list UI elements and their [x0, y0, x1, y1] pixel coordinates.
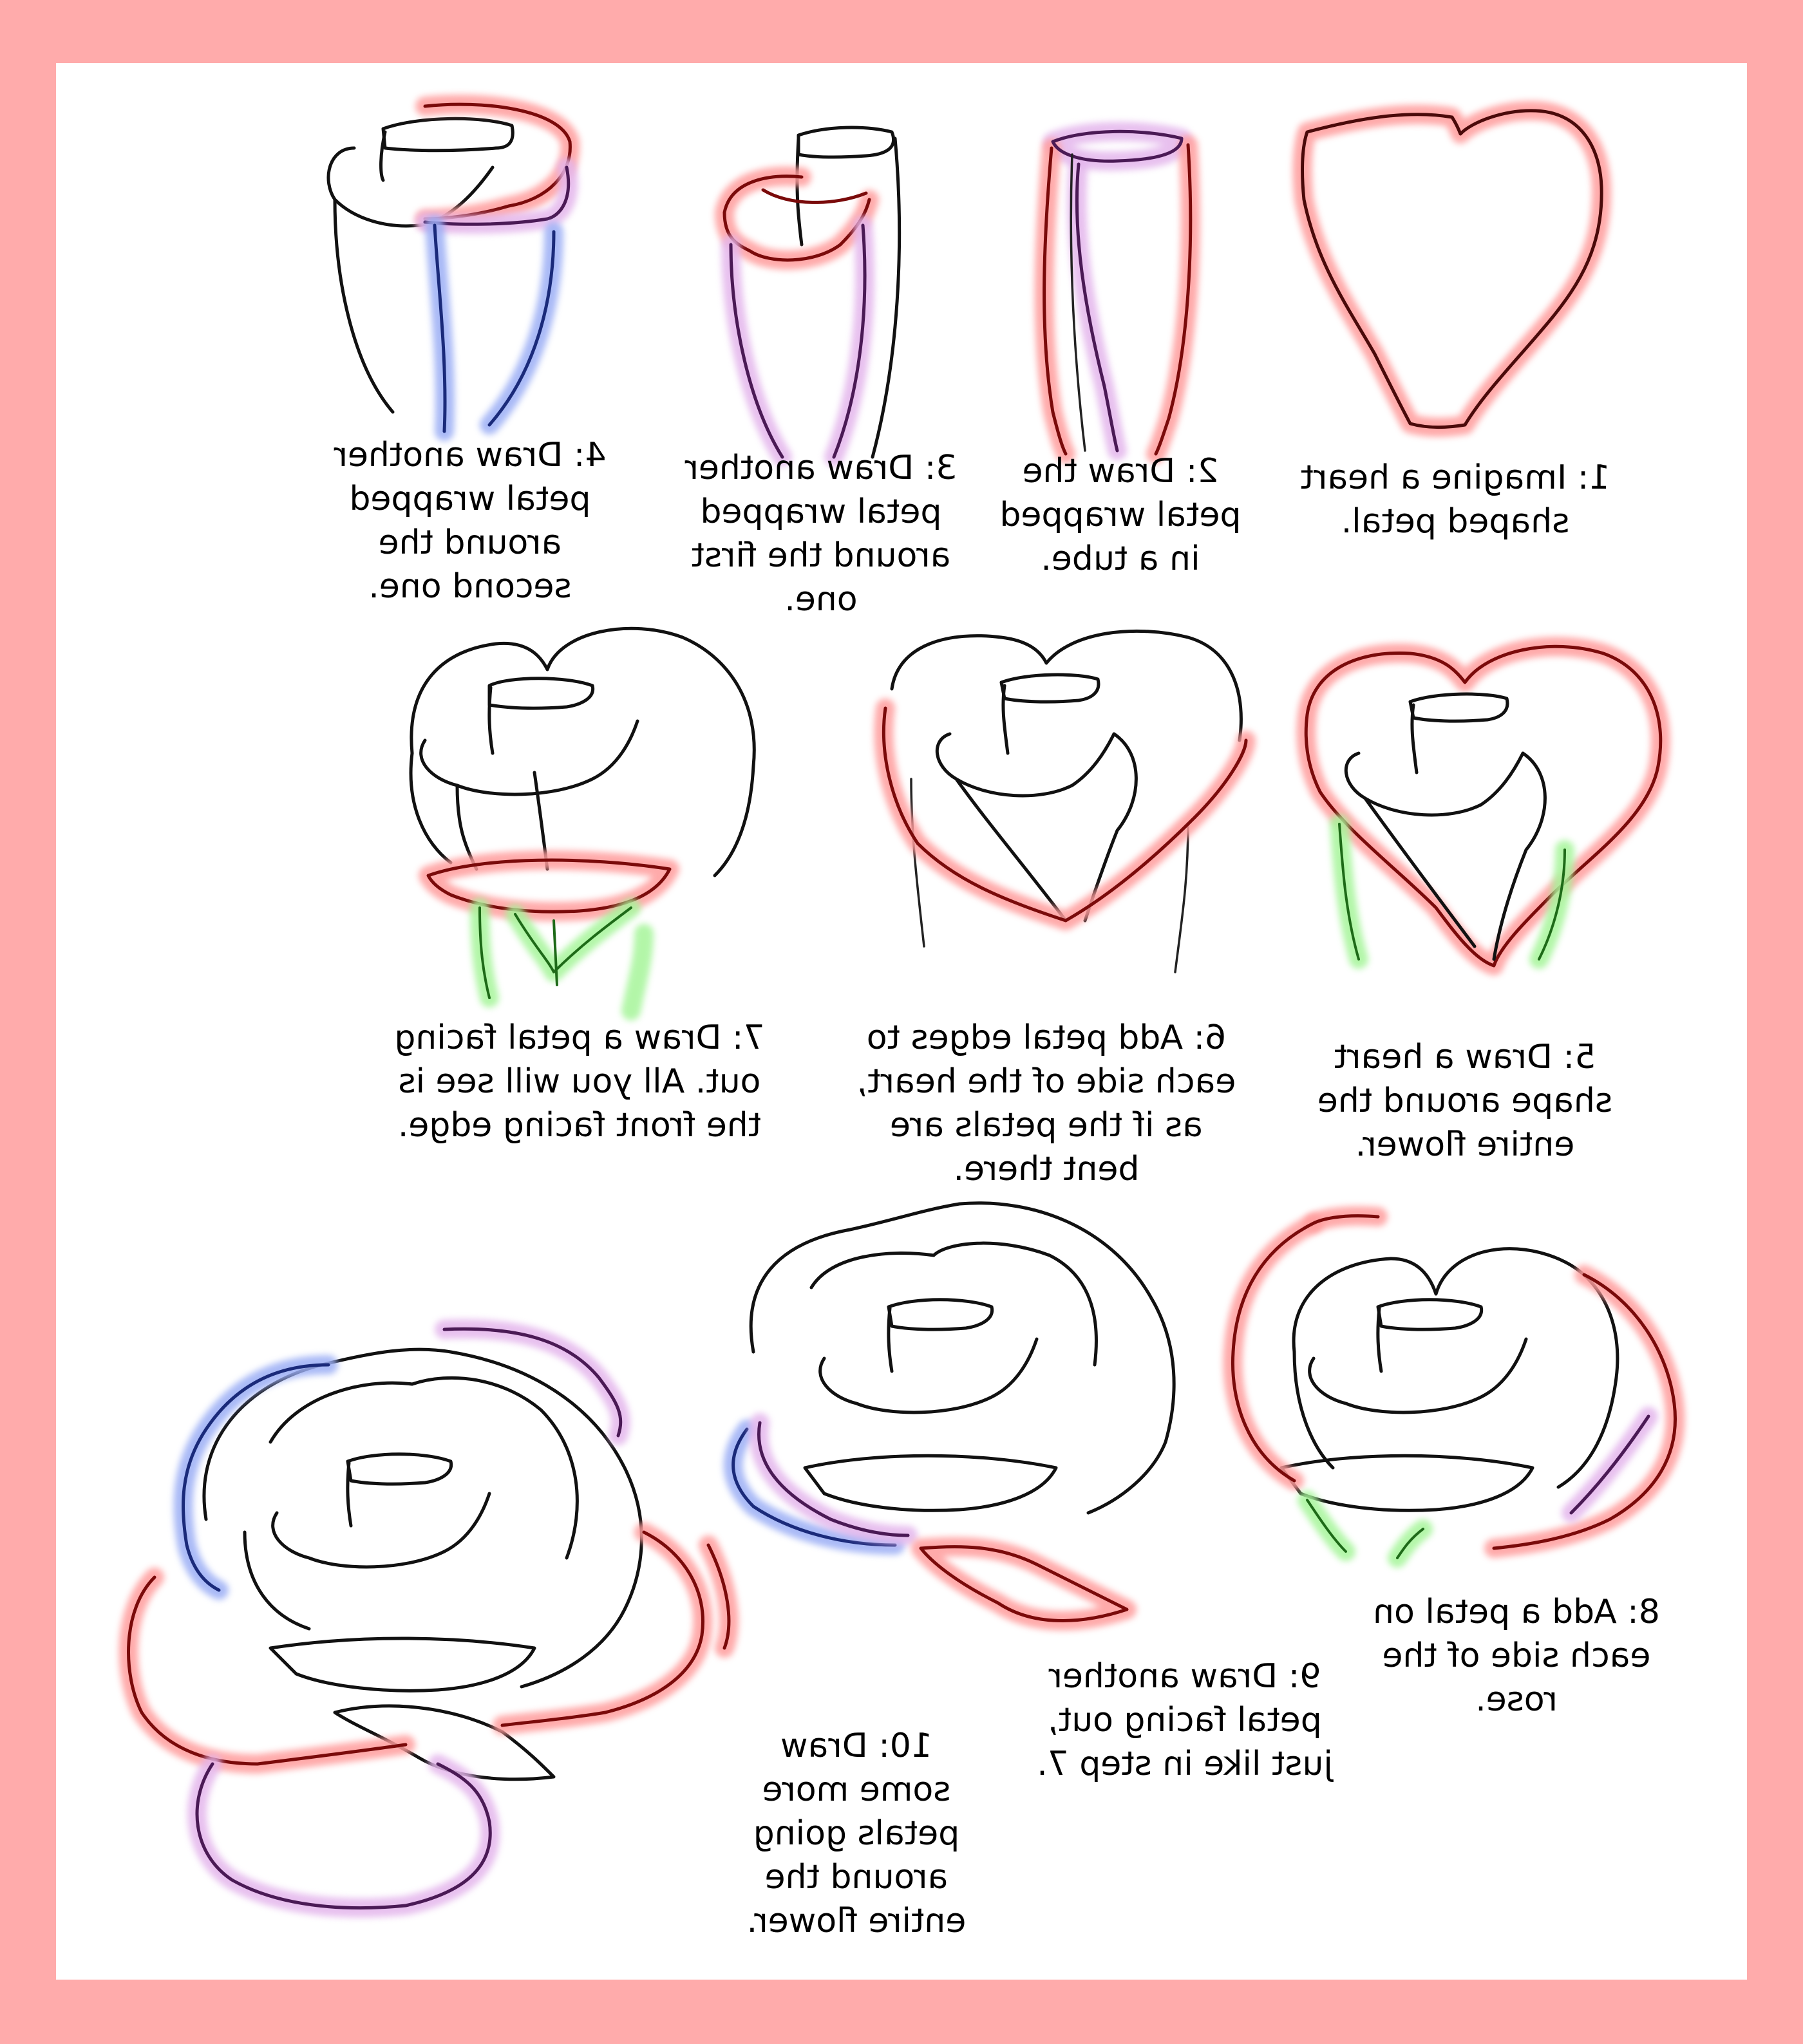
step-7-drawing [386, 612, 786, 1024]
rose-side-petals-icon [1223, 1206, 1685, 1568]
step-9-caption: 9: Draw another petal facing out, just l… [1037, 1657, 1333, 1783]
step-9-drawing [699, 1185, 1256, 1658]
bud-petal-edges-icon [874, 629, 1256, 973]
step-5-drawing [1281, 624, 1681, 1088]
step-8-caption: 8: Add a petal on each side of the rose. [1373, 1593, 1660, 1719]
tube-third-petal-icon [326, 95, 580, 441]
step-6-caption: 6: Add petal edges to each side of the h… [856, 1018, 1236, 1188]
step-2-caption: 2: Draw the petal wrapped in a tube. [999, 452, 1241, 578]
step-10-drawing [116, 1313, 734, 1918]
step-4-drawing [316, 90, 599, 451]
heart-petal-icon [1292, 100, 1612, 437]
step-6-drawing [853, 612, 1304, 1011]
step-3-drawing [712, 116, 924, 467]
step-10-caption: 10: Draw some more petals going around t… [746, 1727, 967, 1940]
tube-second-petal-icon [715, 126, 902, 467]
step-7-caption: 7: Draw a petal facing out. All you will… [394, 1018, 765, 1145]
rose-front-petal-icon [409, 626, 756, 1020]
tutorial-sheet: 1: Imagine a heart shaped petal. 2: Draw… [56, 63, 1747, 1980]
step-8-drawing [1223, 1197, 1726, 1571]
step-3-caption: 3: Draw another petal wrapped around the… [684, 449, 958, 619]
step-2-drawing [1034, 116, 1201, 464]
step-4-caption: 4: Draw another petal wrapped around the… [334, 436, 607, 606]
step-1-caption: 1: Imagine a heart shaped petal. [1300, 458, 1610, 541]
bud-heart-outline-icon [1296, 637, 1670, 975]
step-1-drawing [1278, 100, 1690, 464]
rose-full-bloom-icon [118, 1319, 713, 1918]
step-5-caption: 5: Draw a heart shape around the entire … [1317, 1038, 1613, 1164]
petal-tube-icon [1034, 122, 1200, 464]
rose-second-front-petal-icon [699, 1201, 1176, 1658]
